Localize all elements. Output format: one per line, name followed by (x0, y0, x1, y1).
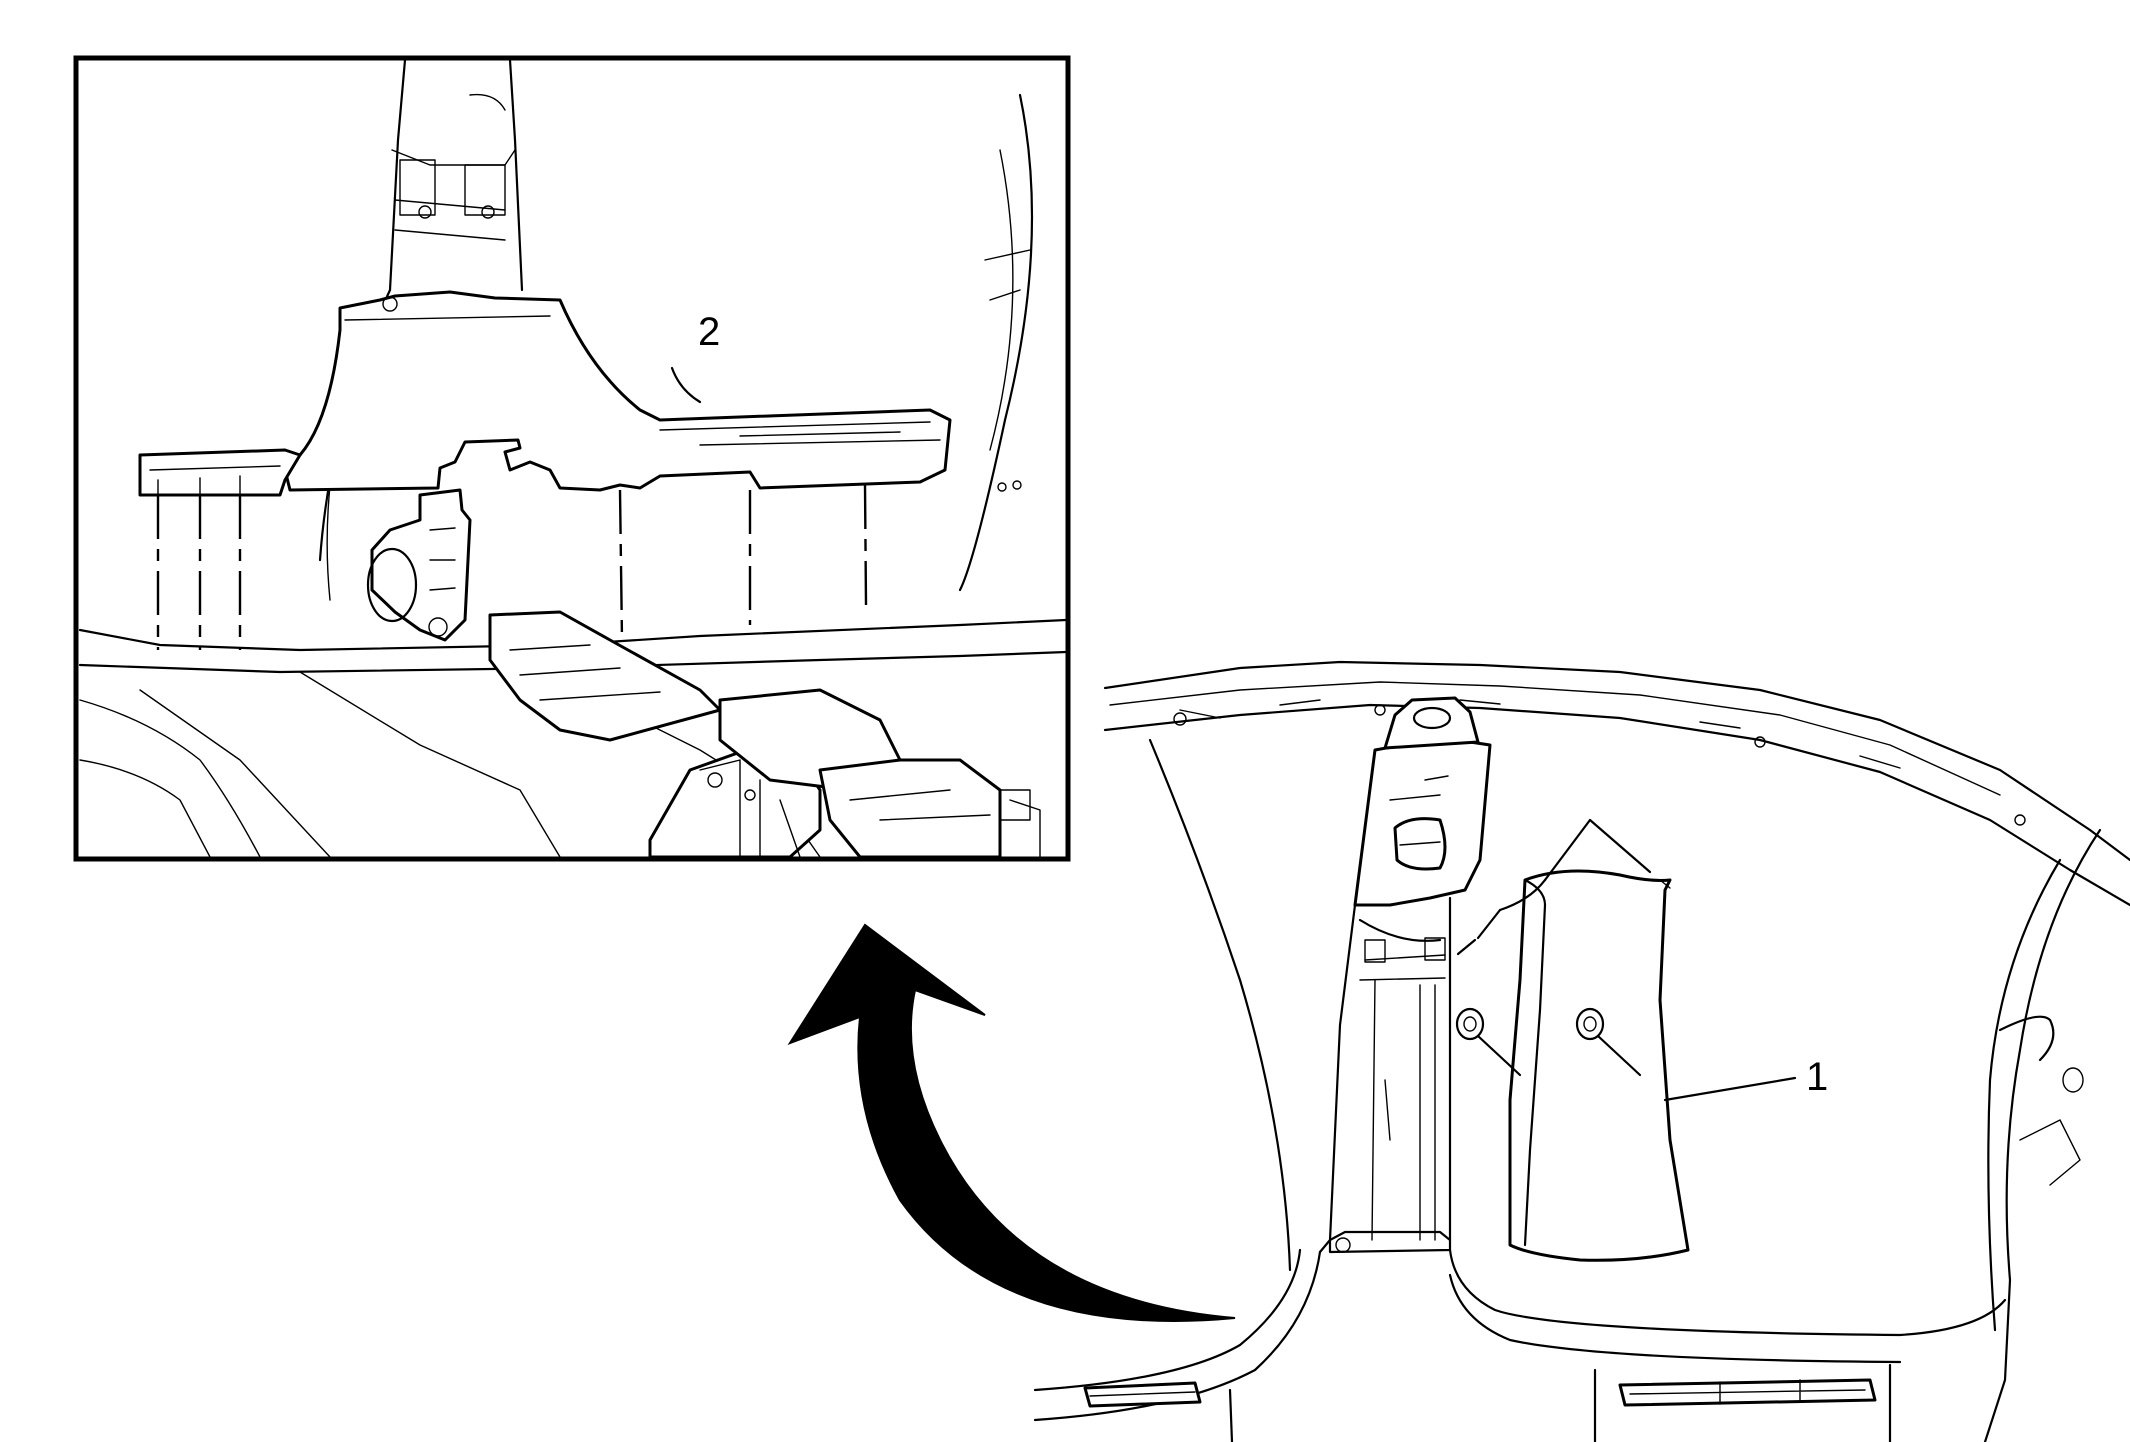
push-pin-fastener-icon (1575, 1007, 1642, 1077)
curved-arrow-icon (787, 923, 1236, 1322)
inset-artwork (78, 60, 1066, 857)
main-view: 1 (1033, 660, 2130, 1442)
lower-pillar-trim-panel (1508, 869, 1690, 1262)
callout-2-leader (670, 366, 702, 404)
rocker-trim-panel (283, 290, 952, 492)
detail-inset: 2 (73, 55, 1071, 862)
push-pin-fastener-icon (1455, 1007, 1522, 1077)
callout-2-label: 2 (698, 310, 720, 354)
callout-1-leader (1663, 1076, 1797, 1102)
callout-1-label: 1 (1806, 1055, 1828, 1099)
